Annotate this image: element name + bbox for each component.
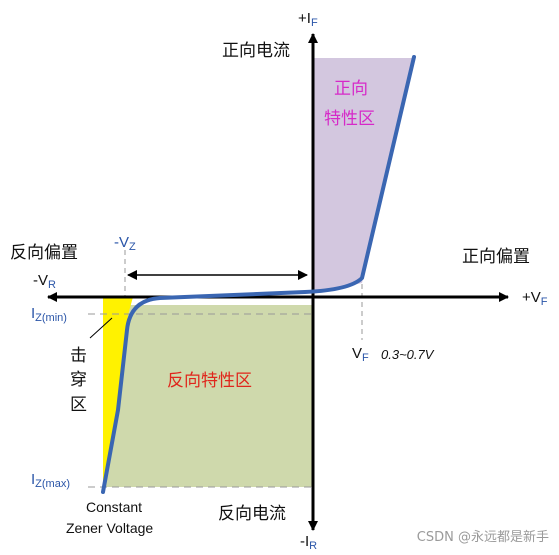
- reverse-bias-label: 反向偏置: [10, 243, 78, 263]
- forward-region-label-1: 正向: [334, 79, 368, 99]
- watermark: CSDN @永远都是新手: [417, 529, 549, 545]
- forward-region-fill: [313, 58, 414, 294]
- vf-label: VF: [352, 345, 369, 364]
- breakdown-label-3: 区: [70, 395, 87, 415]
- breakdown-region-fill: [103, 297, 133, 487]
- breakdown-label-1: 击: [70, 346, 87, 366]
- iz-min-label: IZ(min): [31, 305, 67, 324]
- plus-v-label: +VF: [522, 289, 548, 308]
- breakdown-pointer-line: [89, 317, 113, 339]
- constant-label: Constant: [86, 499, 142, 515]
- vf-range-label: 0.3~0.7V: [381, 347, 435, 362]
- iz-max-label: IZ(max): [31, 471, 70, 490]
- reverse-region-label: 反向特性区: [167, 371, 252, 391]
- zener-voltage-label: Zener Voltage: [66, 520, 153, 536]
- reverse-current-label: 反向电流: [218, 504, 286, 524]
- breakdown-label-2: 穿: [70, 370, 87, 390]
- forward-region-label-2: 特性区: [324, 109, 375, 129]
- iv-curve: [101, 55, 416, 494]
- plus-i-label: +IF: [298, 10, 318, 29]
- minus-v-label: -VR: [33, 272, 56, 291]
- minus-i-label: -IR: [300, 533, 317, 552]
- reverse-region-fill: [103, 305, 313, 487]
- forward-current-label: 正向电流: [222, 41, 290, 61]
- vz-label: -VZ: [114, 234, 136, 253]
- forward-bias-label: 正向偏置: [462, 247, 530, 267]
